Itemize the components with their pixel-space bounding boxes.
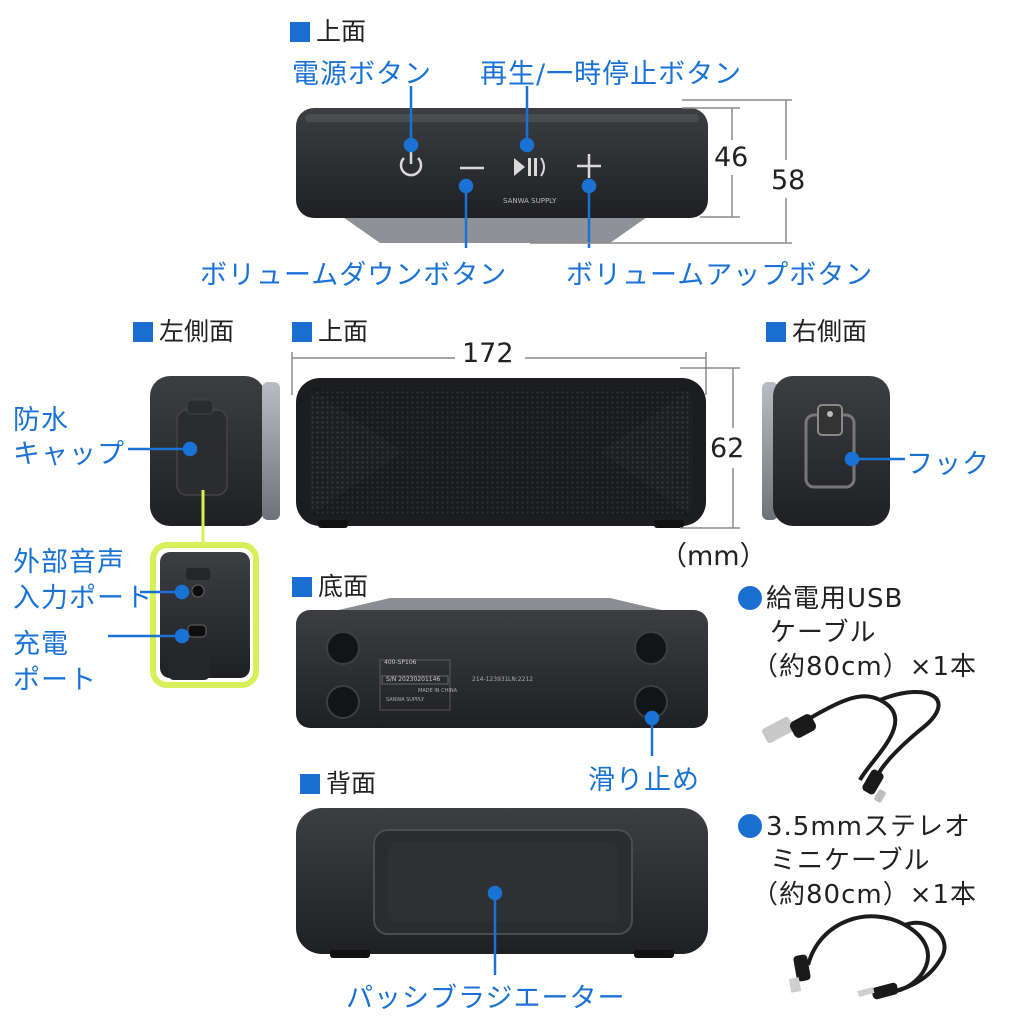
dimension-lines bbox=[291, 99, 792, 529]
label-hook: フック bbox=[906, 449, 990, 480]
accessory-usb-line2: ケーブル bbox=[770, 618, 877, 648]
front-view-device bbox=[296, 378, 706, 528]
model-print: 400-SP106 bbox=[384, 659, 417, 666]
label-power-button: 電源ボタン bbox=[292, 59, 432, 90]
brand-print-bottom: SANWA SUPPLY bbox=[386, 697, 425, 703]
square-bullet-icon bbox=[300, 774, 320, 794]
section-title-top: 上面 bbox=[290, 12, 366, 48]
dimension-58: 58 bbox=[771, 165, 806, 196]
bottom-view-device bbox=[296, 598, 708, 728]
brand-print-top: SANWA SUPPLY bbox=[503, 197, 557, 205]
section-title-back: 背面 bbox=[300, 764, 376, 800]
label-charging-port-1: 充電 bbox=[13, 629, 69, 660]
accessory-stereo-line2: ミニケーブル bbox=[770, 846, 931, 876]
square-bullet-icon bbox=[766, 322, 786, 342]
label-volume-up-button: ボリュームアップボタン bbox=[566, 260, 874, 291]
square-bullet-icon bbox=[292, 322, 312, 342]
callout-lines bbox=[108, 86, 905, 975]
right-side-device bbox=[762, 376, 890, 526]
dimension-46: 46 bbox=[714, 142, 749, 173]
label-passive-radiator: パッシブラジエーター bbox=[346, 983, 626, 1014]
play-pause-icon bbox=[514, 157, 545, 177]
label-audio-input-1: 外部音声 bbox=[13, 547, 125, 578]
left-side-device bbox=[150, 376, 280, 526]
plus-icon bbox=[577, 154, 601, 178]
code-print: 214-123931 bbox=[472, 676, 509, 683]
back-view-device bbox=[296, 808, 708, 958]
section-title-left-side: 左側面 bbox=[133, 312, 234, 348]
label-waterproof-cap-1: 防水 bbox=[13, 405, 69, 436]
anti-slip-pad bbox=[326, 631, 360, 665]
section-title-bottom: 底面 bbox=[292, 567, 368, 603]
section-title-top-2: 上面 bbox=[292, 312, 368, 348]
square-bullet-icon bbox=[292, 577, 312, 597]
label-anti-slip: 滑り止め bbox=[588, 765, 700, 796]
power-icon bbox=[399, 152, 423, 177]
square-bullet-icon bbox=[290, 22, 310, 42]
top-view-device: SANWA SUPPLY bbox=[296, 108, 708, 243]
dimension-62: 62 bbox=[710, 433, 745, 464]
anti-slip-pad bbox=[634, 631, 668, 665]
label-charging-port-2: ポート bbox=[13, 665, 97, 696]
accessory-stereo-line1: 3.5mmステレオ bbox=[738, 806, 971, 843]
made-in-print: MADE IN CHINA bbox=[418, 688, 458, 694]
accessory-usb-line3: （約80cm）×1本 bbox=[752, 652, 978, 682]
circle-bullet-icon bbox=[738, 586, 762, 610]
stereo-cable-illustration bbox=[788, 914, 947, 1000]
label-waterproof-cap-2: キャップ bbox=[13, 439, 125, 470]
accessory-stereo-line3: （約80cm）×1本 bbox=[752, 880, 978, 910]
label-play-pause-button: 再生/一時停止ボタン bbox=[480, 59, 743, 90]
circle-bullet-icon bbox=[738, 814, 762, 838]
dimension-unit: （mm） bbox=[660, 541, 767, 572]
section-title-right-side: 右側面 bbox=[766, 312, 867, 348]
label-audio-input-2: 入力ポート bbox=[13, 583, 153, 614]
serial-print: S/N 20230201146 bbox=[386, 676, 441, 683]
anti-slip-pad bbox=[326, 685, 360, 719]
usb-cable-illustration bbox=[762, 690, 941, 803]
label-volume-down-button: ボリュームダウンボタン bbox=[200, 260, 508, 291]
lot-print: LN:2212 bbox=[508, 676, 534, 683]
square-bullet-icon bbox=[133, 322, 153, 342]
accessory-usb-line1: 給電用USB bbox=[738, 578, 903, 615]
port-closeup bbox=[150, 490, 259, 688]
dimension-172: 172 bbox=[462, 338, 514, 369]
